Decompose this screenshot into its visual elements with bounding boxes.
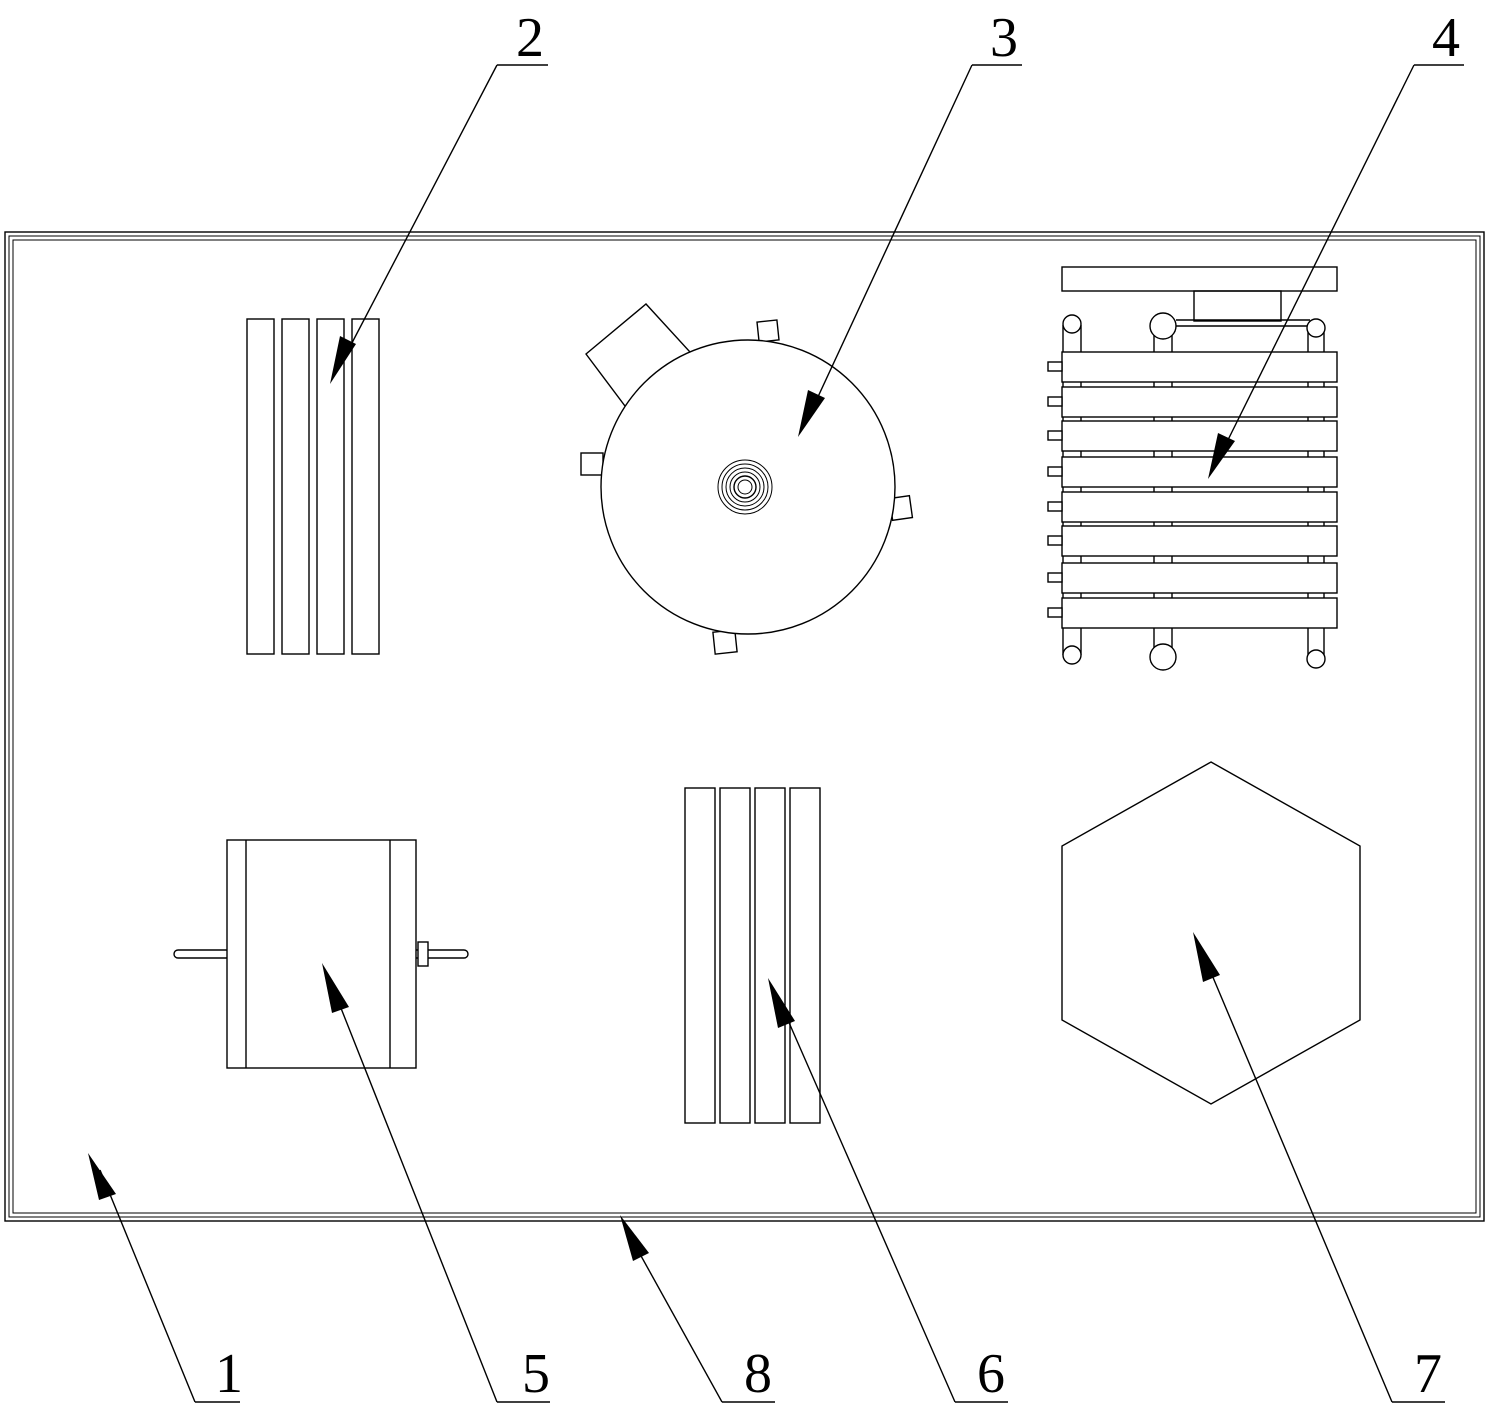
conveyor-wheel: [1062, 645, 1082, 665]
disc-tab-left: [580, 452, 604, 476]
plate: [754, 787, 786, 1124]
conveyor-wheel: [1306, 318, 1326, 338]
callout-labels: 1 2 3 4 5 6 7 8: [215, 7, 1460, 1405]
leader-line-6: [779, 1001, 956, 1403]
disc-hub: [717, 459, 773, 515]
leader-line-4: [1219, 64, 1415, 457]
roller: [1061, 597, 1338, 629]
rotary-disc: [580, 303, 914, 655]
callout-2: 2: [516, 7, 544, 69]
leader-line-3: [809, 64, 973, 415]
drum-unit: [173, 839, 469, 1069]
roller: [1061, 456, 1338, 488]
base-middle-border: [8, 235, 1481, 1218]
drum-shaft-left: [173, 949, 231, 959]
plate: [684, 787, 716, 1124]
drum-shaft-collar: [417, 941, 429, 967]
plate: [719, 787, 751, 1124]
base-outer-border: [4, 231, 1485, 1222]
leader-line-2: [341, 64, 498, 363]
base-inner-border: [12, 239, 1477, 1214]
conveyor-wheel: [1062, 314, 1082, 334]
disc-tab-top: [756, 319, 780, 343]
arrowhead-5: [322, 963, 349, 1013]
leader-lines: [88, 64, 1464, 1403]
base-frame: [4, 231, 1485, 1222]
conveyor-wheel: [1306, 649, 1326, 669]
arrowhead-6: [768, 978, 795, 1028]
plate-stack-top-left: [246, 318, 380, 655]
shaft-stub: [1047, 607, 1063, 618]
roller: [1061, 491, 1338, 523]
callout-4: 4: [1432, 7, 1460, 69]
callout-8: 8: [744, 1343, 772, 1405]
disc-body: [600, 339, 896, 635]
roller: [1061, 420, 1338, 452]
roller-conveyor: [1047, 266, 1338, 671]
callout-1: 1: [215, 1343, 243, 1405]
roller: [1061, 562, 1338, 594]
callout-5: 5: [522, 1343, 550, 1405]
hexagon: [1061, 761, 1361, 1105]
leader-line-1: [99, 1169, 196, 1403]
shaft-stub: [1047, 430, 1063, 441]
arrowhead-8: [620, 1215, 649, 1261]
plate: [281, 318, 310, 655]
leader-line-7: [1203, 955, 1393, 1403]
shaft-stub: [1047, 396, 1063, 407]
plate-stack-bottom-center: [684, 787, 821, 1124]
arrowhead-2: [330, 336, 356, 384]
conveyor-drive-box: [1193, 290, 1282, 322]
arrowhead-7: [1193, 932, 1220, 982]
leader-line-5: [332, 987, 498, 1403]
shaft-stub: [1047, 572, 1063, 583]
arrowhead-1: [88, 1153, 116, 1200]
plate: [246, 318, 275, 655]
roller: [1061, 386, 1338, 418]
callout-6: 6: [977, 1343, 1005, 1405]
plate: [351, 318, 380, 655]
conveyor-wheel: [1149, 643, 1177, 671]
arrowhead-3: [798, 390, 825, 437]
conveyor-top-bar: [1061, 266, 1338, 292]
leader-line-8: [629, 1235, 723, 1403]
roller: [1061, 351, 1338, 383]
roller-shaft-stubs: [1047, 361, 1063, 618]
shaft-stub: [1047, 501, 1063, 512]
shaft-stub: [1047, 535, 1063, 546]
conveyor-wheel: [1149, 312, 1177, 340]
shaft-stub: [1047, 361, 1063, 372]
callout-7: 7: [1414, 1343, 1442, 1405]
drum-body: [226, 839, 417, 1069]
arrowhead-4: [1208, 433, 1235, 479]
conveyor-rollers: [1061, 351, 1338, 629]
callout-3: 3: [990, 7, 1018, 69]
plate: [789, 787, 821, 1124]
hexagon-unit: [1061, 761, 1361, 1105]
plate: [316, 318, 345, 655]
shaft-stub: [1047, 466, 1063, 477]
roller: [1061, 525, 1338, 557]
